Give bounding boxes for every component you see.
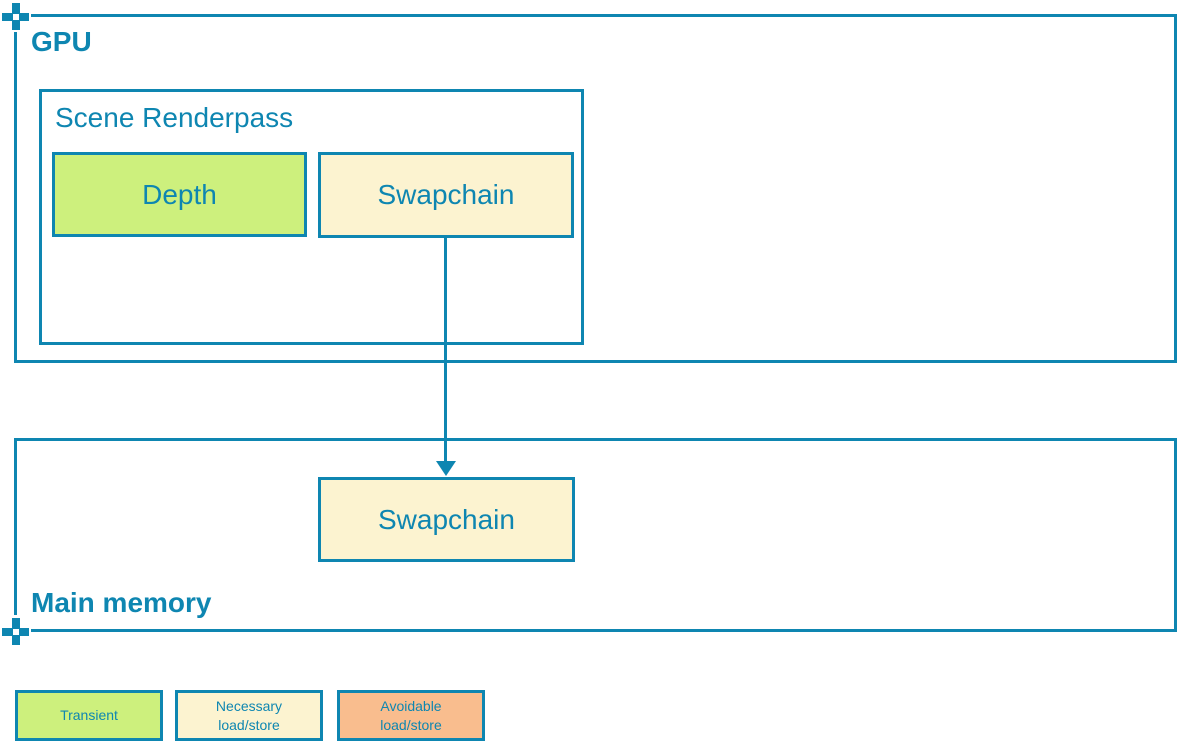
main-memory-label: Main memory [31,587,212,618]
legend-transient-label: Transient [60,707,118,724]
scene-renderpass-label: Scene Renderpass [55,102,294,133]
crosshair-icon [2,3,29,30]
depth-attachment-label: Depth [142,178,217,210]
legend-necessary-label: Necessary load/store [215,697,283,733]
legend-item-avoidable-load-store: Avoidable load/store [337,690,485,741]
legend: Transient Necessary load/store Avoidable… [0,690,520,742]
store-arrow-head-icon [436,461,456,476]
swapchain-attachment-label: Swapchain [377,179,515,210]
legend-item-necessary-load-store: Necessary load/store [175,690,323,741]
swapchain-memory-node: Swapchain [318,477,575,562]
store-arrow-line [444,238,447,462]
swapchain-attachment-node: Swapchain [318,152,574,238]
gpu-box [14,14,1177,363]
legend-avoidable-label: Avoidable load/store [380,697,442,733]
depth-attachment-node: Depth [52,152,307,237]
legend-item-transient: Transient [15,690,163,741]
main-memory-box [14,438,1177,632]
swapchain-memory-label: Swapchain [378,503,515,535]
gpu-label: GPU [31,26,92,57]
scene-renderpass-box [39,89,584,345]
crosshair-icon [2,618,29,645]
